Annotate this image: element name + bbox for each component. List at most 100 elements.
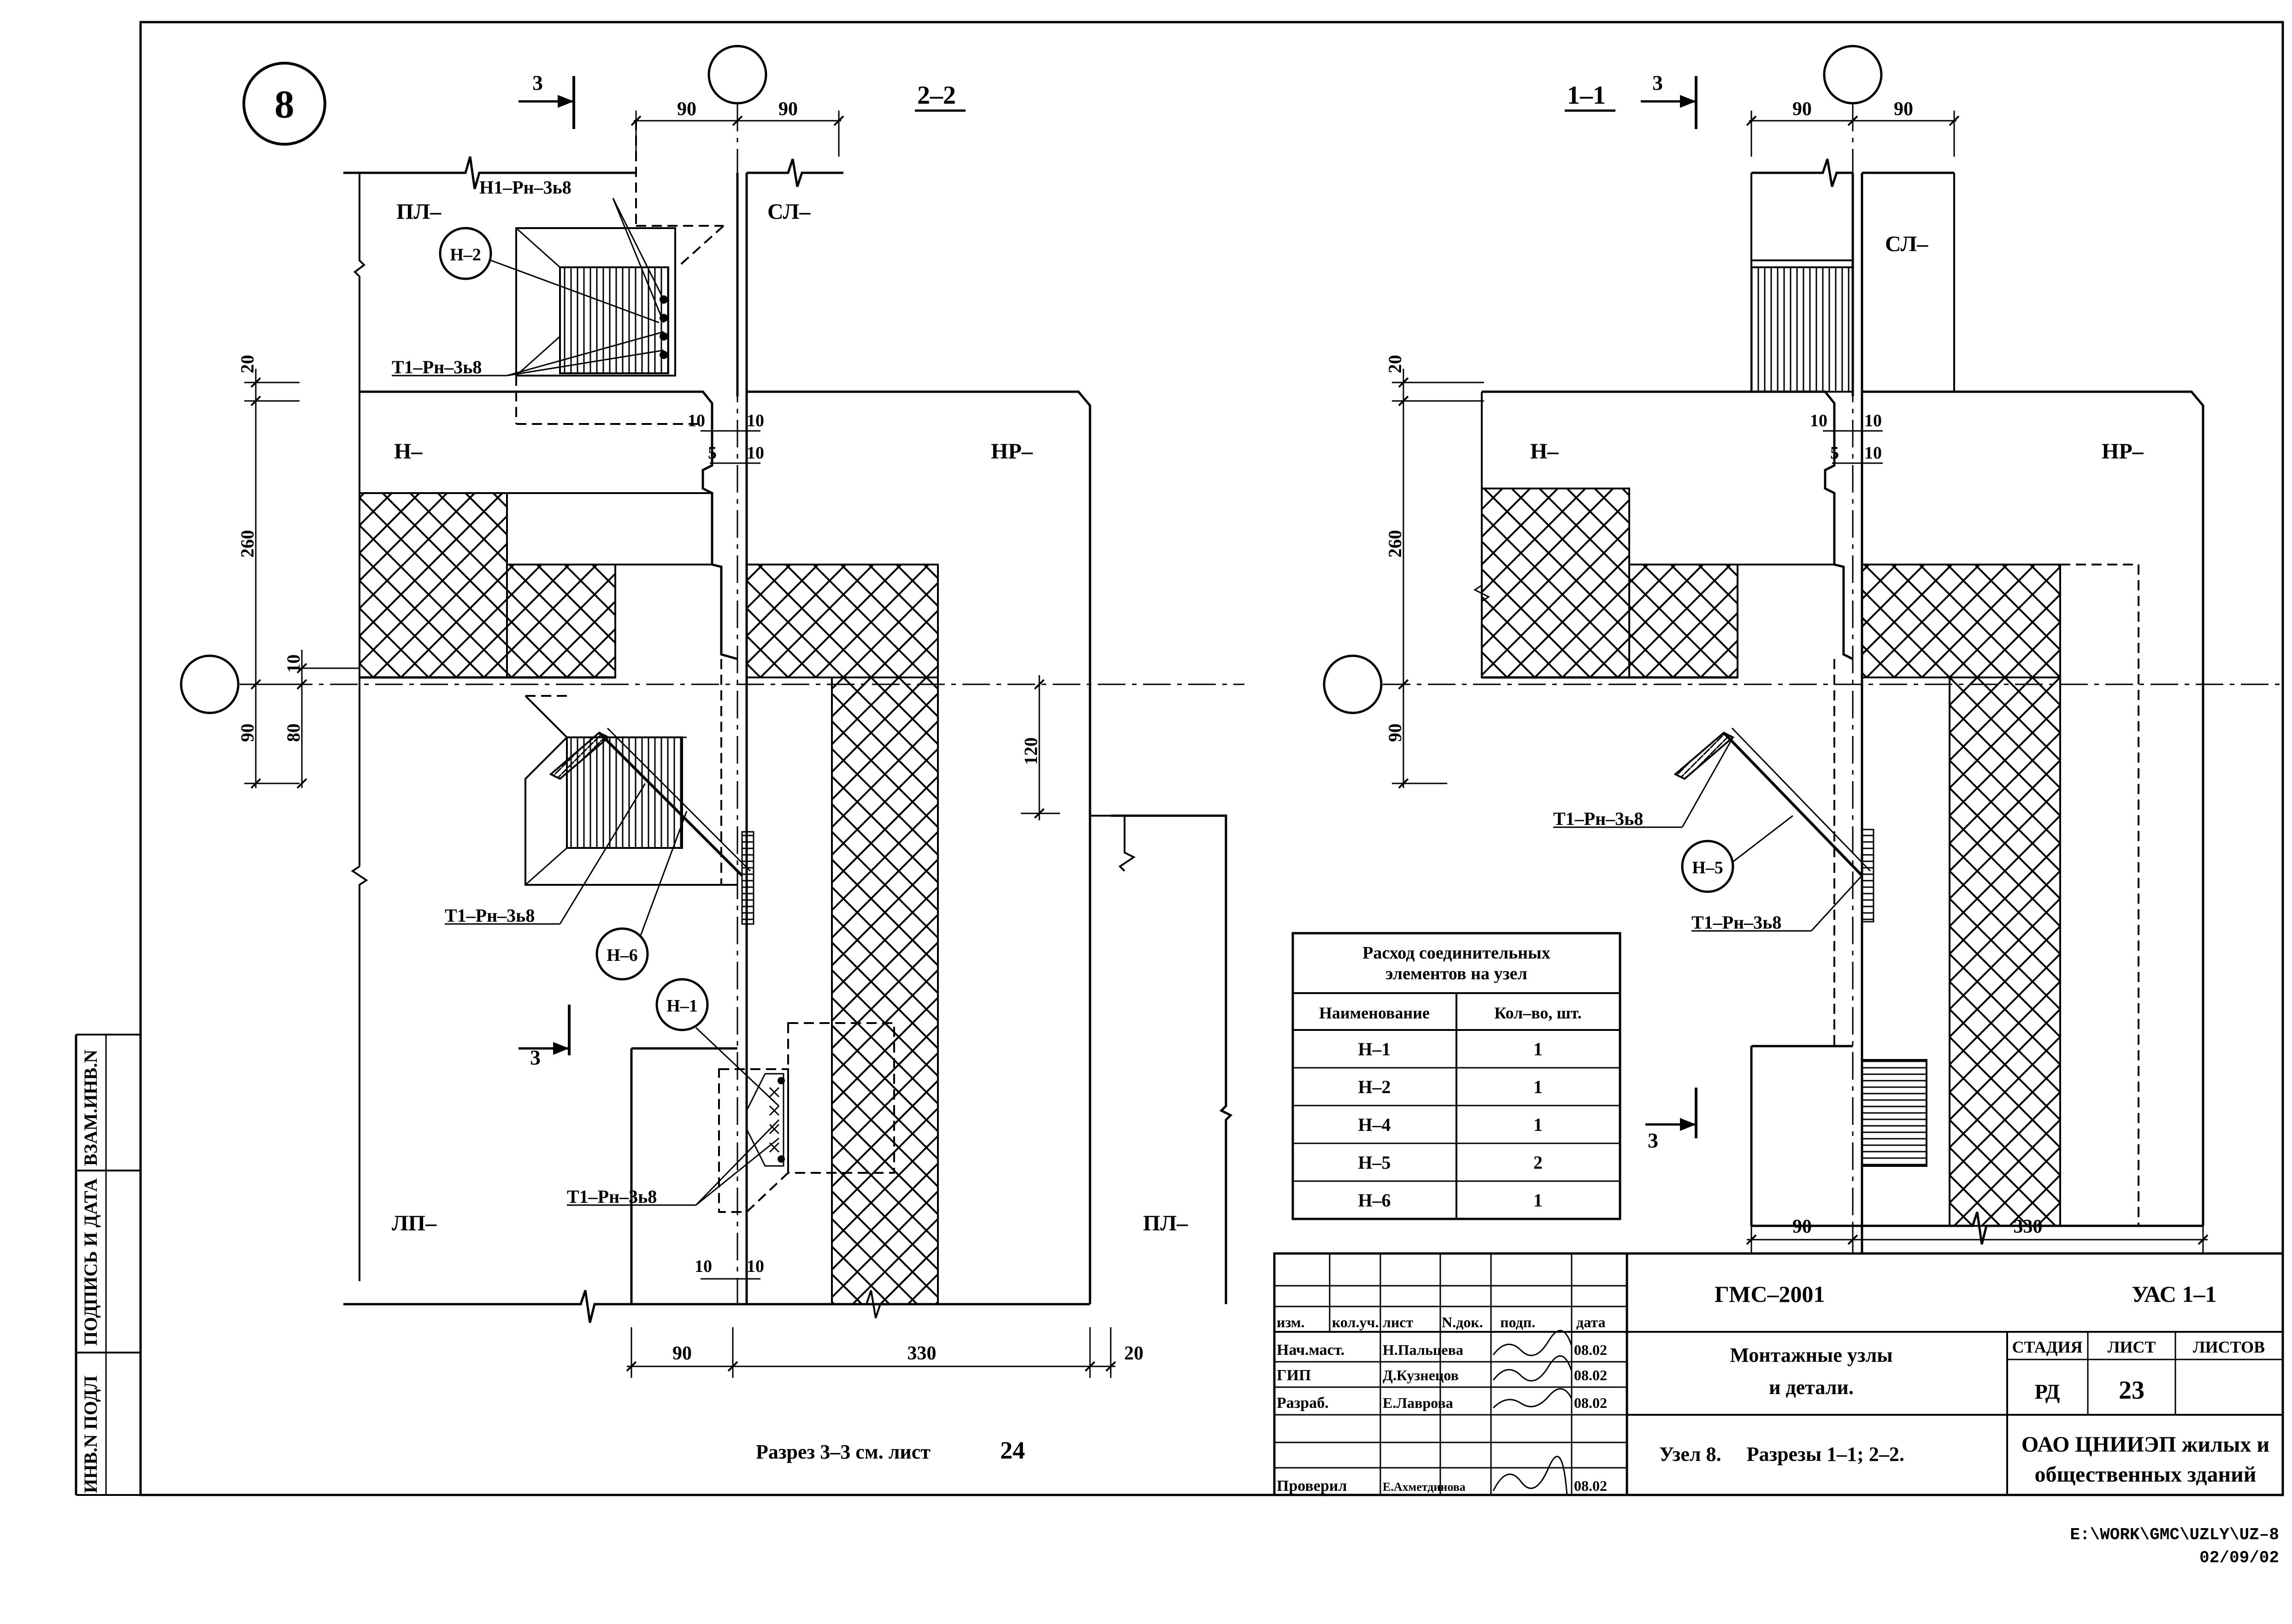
table-row: Н–5 2 [1358, 1152, 1543, 1173]
svg-text:90: 90 [1894, 99, 1913, 120]
svg-text:Н–4: Н–4 [1358, 1114, 1391, 1135]
svg-text:Нач.маст.: Нач.маст. [1277, 1342, 1344, 1359]
cut-3-bottom-left: 3 [530, 1046, 541, 1069]
sheets-header: ЛИСТОВ [2193, 1338, 2265, 1356]
callout-t1rn-upper-right: Т1–Рн–3ь8 [1553, 808, 1643, 829]
role-row: Разраб. Е.Лаврова 08.02 [1277, 1388, 1607, 1412]
axis-circle-mid-right [1323, 654, 1383, 714]
svg-text:90: 90 [672, 1343, 692, 1364]
cut-3-bottom-right: 3 [1648, 1129, 1658, 1152]
callout-h1rn-top: Н1–Рн–3ь8 [479, 177, 572, 198]
svg-text:330: 330 [2014, 1216, 2043, 1237]
svg-text:Н–2: Н–2 [1358, 1077, 1391, 1097]
svg-text:Н–5: Н–5 [1692, 858, 1723, 877]
svg-text:10: 10 [1864, 443, 1882, 463]
table-row: Н–6 1 [1358, 1190, 1543, 1211]
section-3-3-note: Разрез 3–3 см. лист [756, 1441, 931, 1463]
panel-nr-left: НР– [991, 439, 1033, 464]
org-line-1: ОАО ЦНИИЭП жилых и [2021, 1432, 2269, 1457]
svg-text:Н–2: Н–2 [450, 245, 481, 265]
svg-text:90: 90 [677, 99, 696, 120]
svg-text:Проверил: Проверил [1277, 1477, 1347, 1495]
svg-text:2: 2 [1533, 1152, 1543, 1173]
panel-nr-right: НР– [2102, 439, 2144, 464]
svg-text:08.02: 08.02 [1574, 1477, 1607, 1494]
panel-sl-right: СЛ– [1885, 232, 1928, 256]
callout-h5 [1681, 840, 1734, 893]
role-row: ГИП Д.Кузнецов 08.02 [1277, 1355, 1607, 1384]
panel-pl-bottom: ПЛ– [1143, 1211, 1188, 1236]
svg-text:10: 10 [1864, 411, 1882, 430]
svg-text:330: 330 [907, 1343, 937, 1364]
col-podp: подп. [1500, 1314, 1535, 1330]
svg-text:5: 5 [1830, 443, 1839, 463]
col-list: лист [1383, 1314, 1414, 1330]
svg-text:10: 10 [747, 1257, 764, 1276]
callout-h2-left [439, 227, 492, 280]
table-header-name: Наименование [1319, 1004, 1430, 1022]
svg-text:120: 120 [1020, 737, 1041, 765]
stamp-vzam-inv: ВЗАМ.ИНВ.N [80, 1050, 101, 1166]
callout-h1 [655, 978, 709, 1031]
callout-t1rn-lower-left: Т1–Рн–3ь8 [567, 1186, 657, 1207]
svg-text:10: 10 [747, 443, 764, 463]
stamp-signature-date: ПОДПИСЬ И ДАТА [80, 1178, 101, 1346]
section-2-2-title: 2–2 [917, 81, 956, 110]
table-row: Н–2 1 [1358, 1077, 1543, 1097]
svg-text:20: 20 [237, 355, 258, 373]
col-kol-uch: кол.уч. [1332, 1314, 1379, 1330]
svg-text:90: 90 [1385, 724, 1405, 742]
svg-text:Н–6: Н–6 [607, 946, 638, 965]
title-block: изм. кол.уч. лист N.док. подп. дата Нач.… [1273, 1252, 2284, 1496]
section-3-3-sheet-ref: 24 [1000, 1436, 1025, 1464]
svg-text:Д.Кузнецов: Д.Кузнецов [1383, 1367, 1459, 1383]
callout-h6 [595, 927, 649, 981]
svg-text:1: 1 [1533, 1077, 1543, 1097]
file-date: 02/09/02 [2199, 1548, 2279, 1567]
cut-3-top-right: 3 [1652, 71, 1663, 94]
svg-text:260: 260 [237, 530, 258, 558]
svg-text:Н.Пальцева: Н.Пальцева [1383, 1342, 1463, 1358]
svg-text:08.02: 08.02 [1574, 1367, 1607, 1383]
svg-text:80: 80 [283, 724, 304, 742]
org-line-2: общественных зданий [2035, 1462, 2257, 1487]
svg-text:260: 260 [1385, 530, 1405, 558]
stamp-inv-podl: ИНВ.N ПОДЛ [80, 1375, 101, 1493]
table-row: Н–1 1 [1358, 1039, 1543, 1059]
panel-sl: СЛ– [767, 200, 811, 224]
svg-text:90: 90 [237, 724, 258, 742]
svg-text:Н–5: Н–5 [1358, 1152, 1391, 1173]
doc-name-1: Монтажные узлы [1730, 1344, 1892, 1366]
consumption-table: Расход соединительных элементов на узел … [1291, 932, 1621, 1220]
node-number-circle [242, 62, 326, 146]
role-row: Нач.маст. Н.Пальцева 08.02 [1277, 1330, 1607, 1359]
stage-header: СТАДИЯ [2012, 1338, 2083, 1356]
svg-text:08.02: 08.02 [1574, 1342, 1607, 1358]
svg-text:ГИП: ГИП [1277, 1367, 1311, 1384]
section-1-1-title: 1–1 [1567, 81, 1606, 110]
callout-t1rn-upper-left: Т1–Рн–3ь8 [392, 357, 482, 377]
svg-text:Е.Ахметдинова: Е.Ахметдинова [1383, 1480, 1466, 1494]
svg-text:Н–1: Н–1 [1358, 1039, 1391, 1059]
svg-text:90: 90 [1792, 99, 1812, 120]
svg-text:08.02: 08.02 [1574, 1395, 1607, 1411]
col-izm: изм. [1277, 1314, 1305, 1330]
section-1-1: 1–1 3 90 90 СЛ– [1323, 45, 2281, 1253]
svg-text:1: 1 [1533, 1190, 1543, 1211]
panel-lp: ЛП– [392, 1211, 437, 1236]
svg-text:Н–6: Н–6 [1358, 1190, 1391, 1211]
sheet-frame [139, 21, 2284, 1496]
svg-text:90: 90 [778, 99, 798, 120]
stage-value: РД [2035, 1380, 2060, 1403]
col-ndok: N.док. [1442, 1314, 1483, 1330]
svg-text:10: 10 [695, 1257, 712, 1276]
svg-text:10: 10 [747, 411, 764, 430]
panel-pl-top: ПЛ– [396, 200, 442, 224]
panel-n-left: Н– [394, 439, 423, 464]
section-2-2: 2–2 3 3 90 90 ПЛ– СЛ– [180, 45, 1244, 1464]
sheet-name: Узел 8. Разрезы 1–1; 2–2. [1659, 1443, 1904, 1465]
axis-circle-top-left [707, 45, 767, 105]
svg-text:20: 20 [1124, 1343, 1143, 1364]
sheet-value: 23 [2119, 1376, 2145, 1405]
doc-code: ГМС–2001 [1715, 1281, 1825, 1307]
